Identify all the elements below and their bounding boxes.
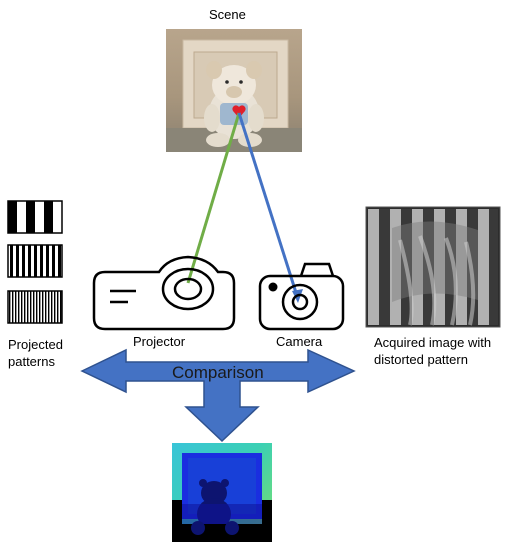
acquired-image: [365, 206, 501, 328]
heart-marker-icon: [232, 105, 246, 118]
scene-label: Scene: [209, 7, 246, 22]
projector-icon: [92, 255, 236, 331]
pattern-fine: [7, 290, 63, 324]
projector-label: Projector: [133, 334, 186, 349]
comparison-arrow: [80, 348, 356, 443]
comparison-label: Comparison: [172, 363, 264, 382]
acquired-image-label: Acquired image with distorted pattern: [374, 335, 492, 367]
scene-image: [166, 29, 302, 152]
depth-map-image: [172, 443, 272, 542]
pattern-medium: [7, 244, 63, 278]
camera-ray: [237, 112, 300, 300]
pattern-coarse: [7, 200, 63, 234]
projected-patterns: [7, 200, 63, 324]
camera-label: Camera: [276, 334, 323, 349]
projected-patterns-label: Projected patterns: [8, 337, 63, 369]
projector-ray: [186, 112, 241, 284]
camera-icon: [258, 262, 345, 331]
